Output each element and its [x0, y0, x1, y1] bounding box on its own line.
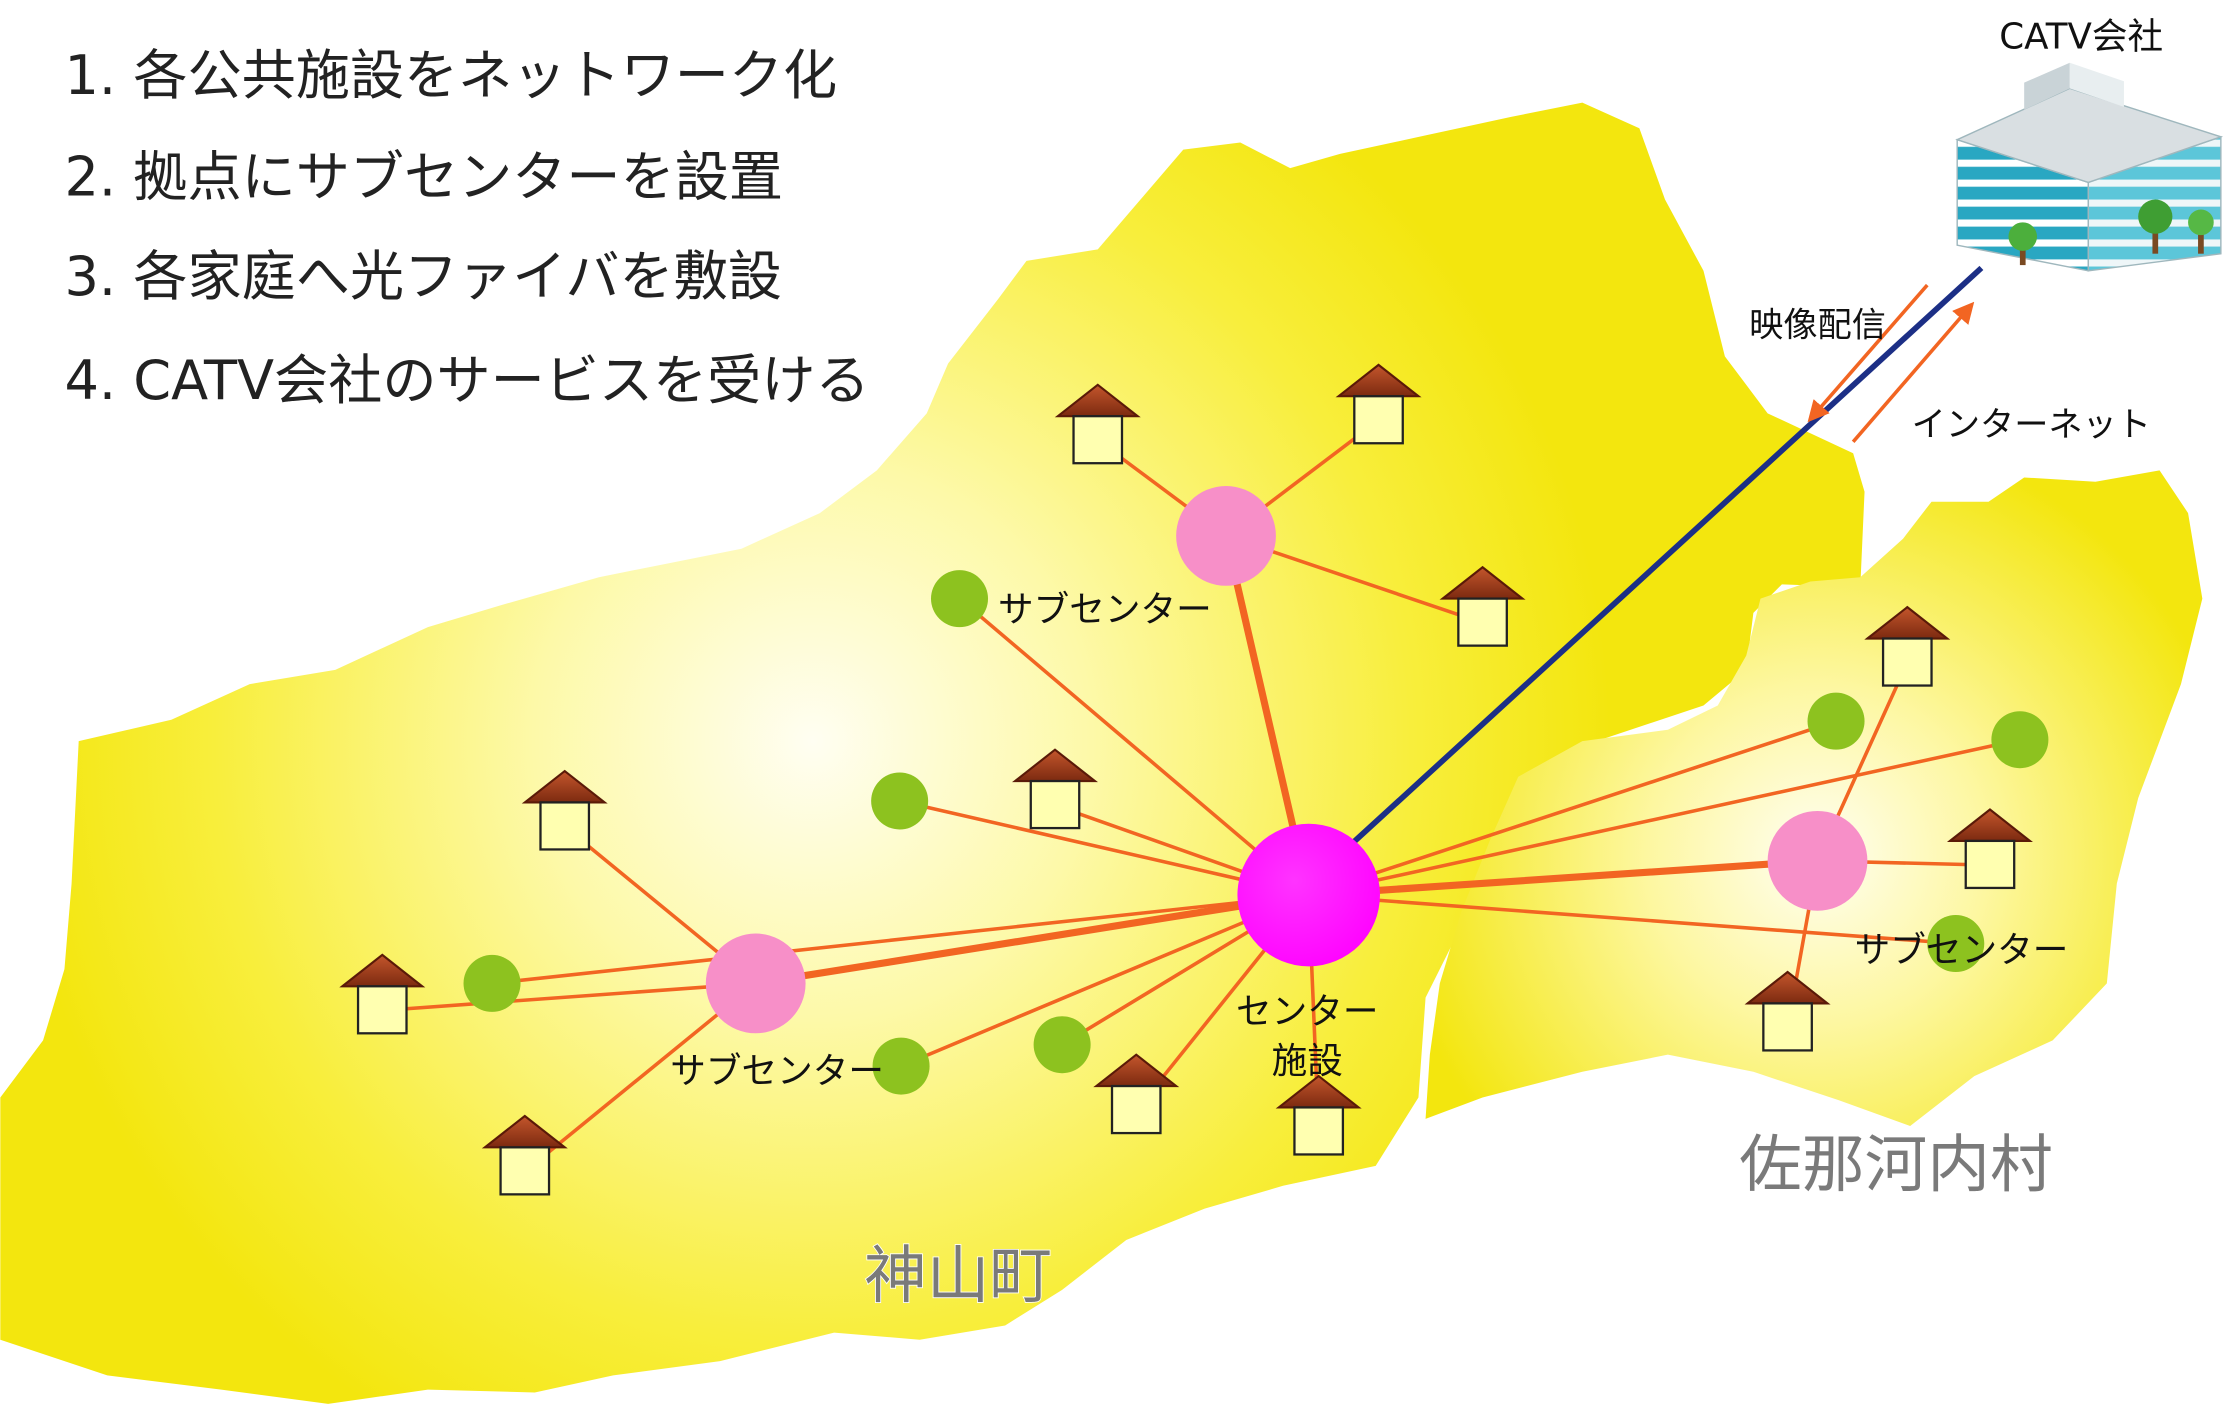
subcenter-label-right: サブセンター — [1855, 930, 2069, 971]
tree-icon — [2008, 222, 2038, 251]
public-facility-node — [1033, 1016, 1091, 1074]
fiber-link — [1306, 893, 1958, 946]
trunk-link — [752, 891, 1313, 987]
home-link — [380, 981, 758, 1013]
subcenter-nodes — [705, 486, 1868, 1034]
subcenter-label-top: サブセンター — [998, 589, 1212, 630]
downstream-arrow — [1807, 283, 1929, 423]
public-facility-node — [1991, 711, 2049, 769]
tree-trunk — [2152, 228, 2159, 254]
region-label-kamiyama: 神山町 — [864, 1239, 1052, 1312]
step-2: 2. 拠点にサブセンターを設置 — [64, 145, 783, 208]
office-building-icon — [1955, 62, 2224, 272]
fiber-link — [1306, 737, 2022, 897]
region-sanagochi — [1425, 470, 2203, 1126]
step-4: 4. CATV会社のサービスを受ける — [64, 349, 869, 412]
building-tower-right — [2069, 62, 2124, 107]
center-facility-label-line2: 施設 — [1272, 1041, 1343, 1082]
subcenter-node — [1176, 486, 1276, 586]
step-3: 3. 各家庭へ光ファイバを敷設 — [64, 245, 781, 308]
tree-icon — [2188, 209, 2214, 236]
tree-trunk — [2198, 230, 2204, 254]
backbone-line — [1345, 265, 1984, 851]
upstream-arrow — [1851, 301, 1975, 443]
catv-company-label: CATV会社 — [1999, 16, 2163, 57]
center-facility-label-line1: センター — [1236, 991, 1379, 1032]
building-tower-left — [2024, 62, 2070, 110]
public-facility-node — [871, 772, 929, 830]
subcenter-label-left: サブセンター — [670, 1051, 884, 1092]
downstream-label: 映像配信 — [1749, 305, 1886, 345]
center-facility-node — [1237, 823, 1380, 967]
steps-list: 1. 各公共施設をネットワーク化 2. 拠点にサブセンターを設置 3. 各家庭へ… — [64, 44, 869, 412]
fiber-link — [490, 893, 1311, 986]
fiber-link — [957, 596, 1311, 897]
public-facilities — [463, 570, 2049, 1095]
subcenter-node — [705, 933, 806, 1034]
public-facility-node — [1807, 692, 1865, 750]
public-facility-node — [463, 954, 521, 1012]
public-facility-node — [931, 570, 989, 628]
public-facility-node — [872, 1037, 930, 1095]
step-1: 1. 各公共施設をネットワーク化 — [64, 44, 837, 107]
trunk-link — [1305, 857, 1822, 899]
subcenter-node — [1767, 810, 1868, 911]
tree-icon — [2138, 199, 2173, 234]
public-facility-node — [1927, 915, 1985, 973]
fiber-link — [899, 893, 1311, 1068]
upstream-label: インターネット — [1912, 405, 2151, 445]
fiber-link — [1306, 719, 1838, 897]
tree-trunk — [2019, 245, 2026, 266]
region-label-sanagochi: 佐那河内村 — [1739, 1128, 2053, 1201]
